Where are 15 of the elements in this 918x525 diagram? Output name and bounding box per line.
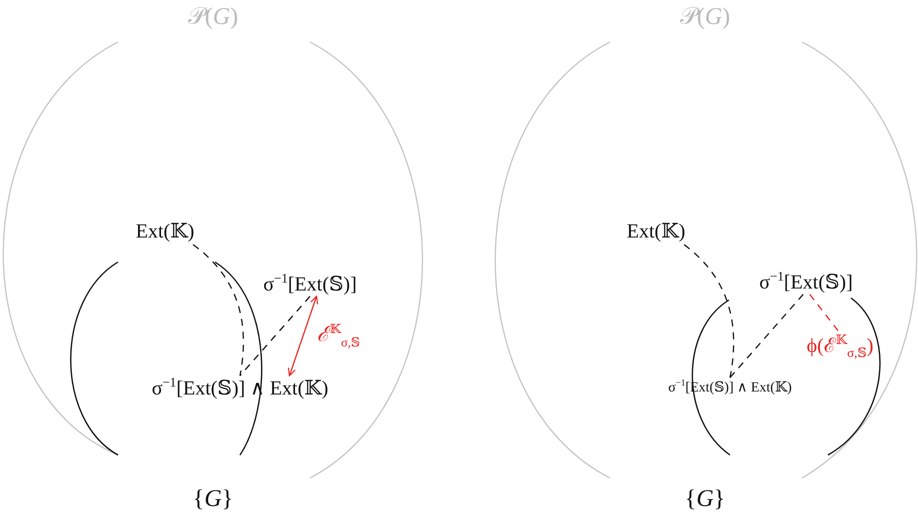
math-label: 𝒫(G) — [680, 4, 730, 32]
dashed-line — [192, 244, 244, 376]
math-label: {G} — [684, 486, 726, 514]
math-label: Ext(𝕂) — [626, 220, 686, 244]
math-label: σ$^{−1}$[Ext(𝕊)] — [263, 272, 357, 296]
math-label: ϕ(ℰ$^{𝕂}$$_{σ,𝕊}$) — [806, 333, 874, 361]
dashed-line — [730, 294, 804, 378]
double-arrow — [288, 296, 318, 376]
math-label: 𝒫(G) — [188, 4, 238, 32]
math-label: σ$^{−1}$[Ext(𝕊)] — [759, 270, 853, 294]
dashed-line — [240, 296, 310, 376]
dashed-line — [809, 294, 840, 334]
math-label: Ext(𝕂) — [136, 220, 194, 244]
dashed-line — [684, 244, 734, 378]
math-label: {G} — [192, 486, 234, 514]
